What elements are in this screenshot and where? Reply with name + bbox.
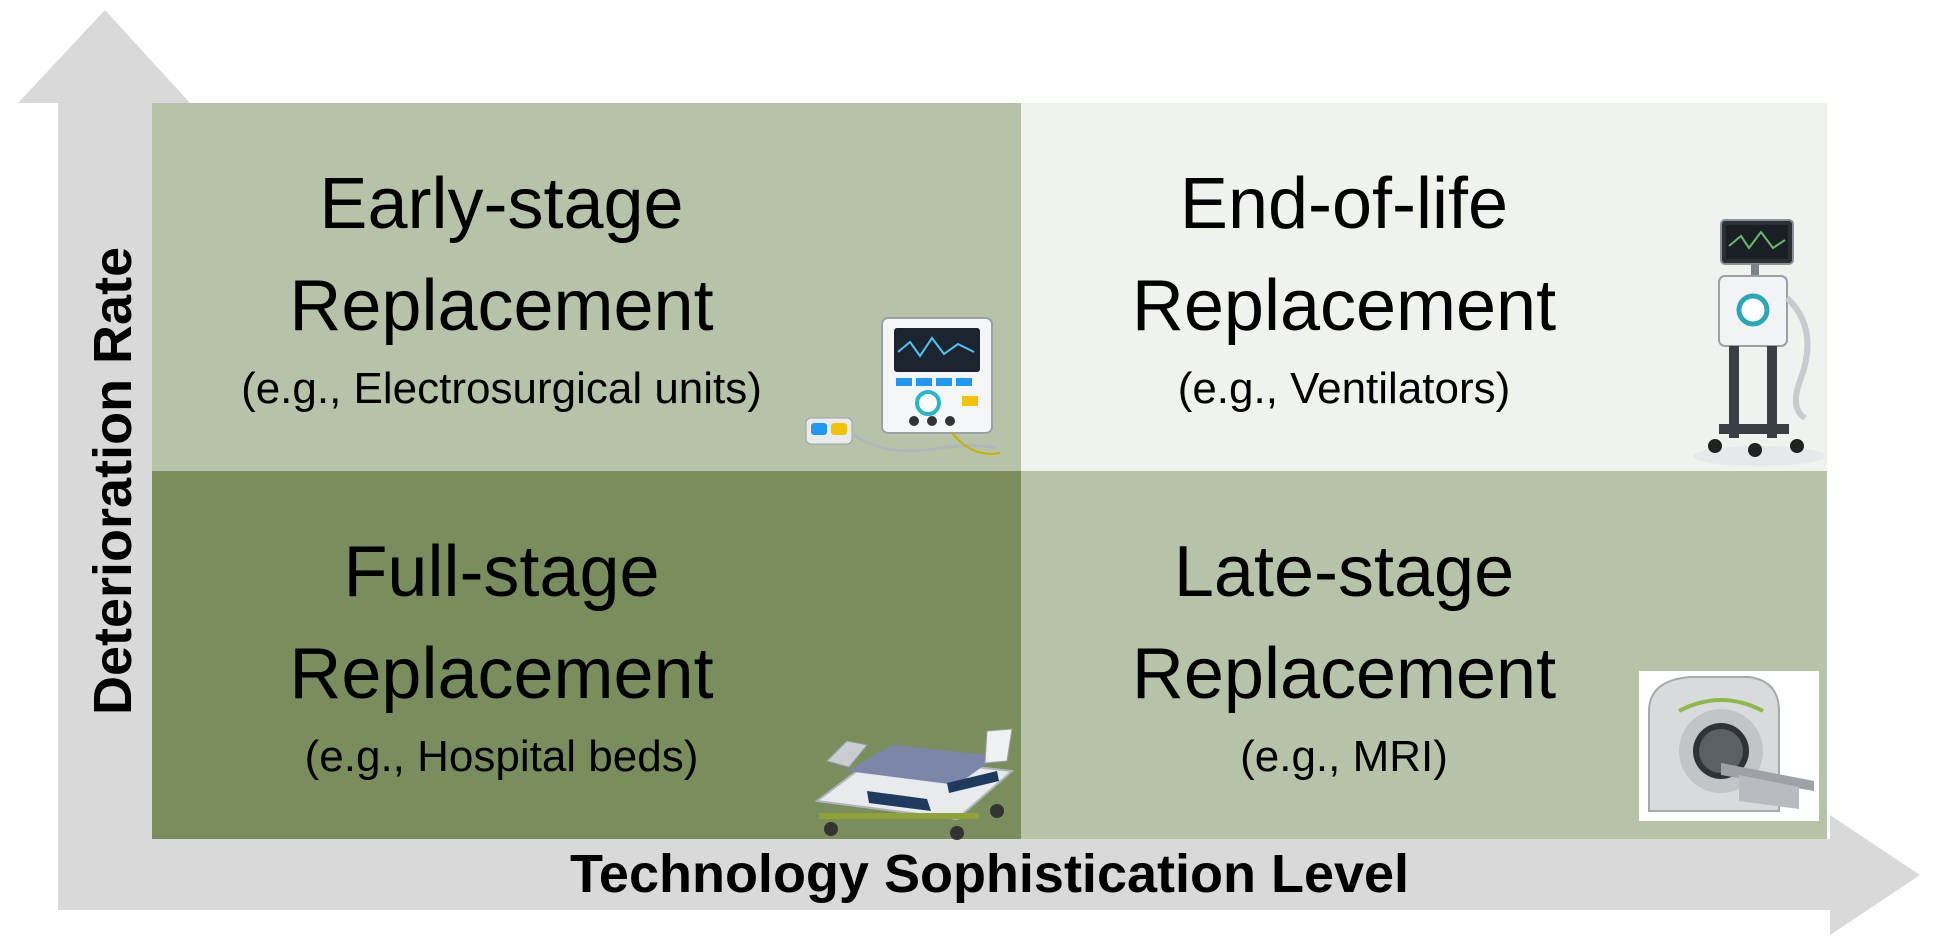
quadrant-title-line1: Full-stage: [343, 532, 660, 612]
quadrant-late-stage: Late-stage Replacement (e.g., MRI): [1021, 471, 1827, 839]
mri-scanner-icon: [1639, 671, 1819, 821]
x-axis-arrow: [58, 815, 1920, 935]
quadrant-title-line2: Replacement: [289, 634, 714, 714]
quadrant-grid: Early-stage Replacement (e.g., Electrosu…: [152, 103, 1827, 840]
quadrant-title-line2: Replacement: [1131, 266, 1557, 346]
quadrant-example: (e.g., Hospital beds): [304, 732, 699, 781]
quadrant-title-line2: Replacement: [1131, 634, 1557, 714]
x-axis-label: Technology Sophistication Level: [569, 844, 1410, 904]
quadrant-end-of-life: End-of-life Replacement (e.g., Ventilato…: [1021, 103, 1827, 471]
quadrant-full-stage: Full-stage Replacement (e.g., Hospital b…: [152, 471, 1021, 840]
quadrant-end-of-life-text: End-of-life Replacement: [1021, 103, 1827, 357]
quadrant-example: (e.g., MRI): [1240, 732, 1448, 781]
quadrant-example: (e.g., Ventilators): [1177, 364, 1511, 413]
quadrant-early-stage-text: Early-stage Replacement: [152, 103, 1021, 357]
quadrant-title-line1: Early-stage: [319, 164, 684, 244]
y-axis-arrow: [18, 10, 190, 910]
quadrant-title-line2: Replacement: [289, 266, 714, 346]
hospital-bed-icon: [814, 728, 1015, 840]
quadrant-title-line1: Late-stage: [1173, 532, 1515, 612]
quadrant-example: (e.g., Electrosurgical units): [241, 364, 762, 413]
y-axis-label: Deterioration Rate: [83, 246, 143, 715]
quadrant-title-line1: End-of-life: [1179, 164, 1509, 244]
electrosurgical-unit-icon: [805, 317, 1001, 455]
quadrant-full-stage-text: Full-stage Replacement: [152, 471, 1021, 725]
quadrant-early-stage: Early-stage Replacement (e.g., Electrosu…: [152, 103, 1021, 471]
ventilator-icon: [1693, 219, 1825, 466]
quadrant-late-stage-text: Late-stage Replacement: [1021, 471, 1827, 725]
